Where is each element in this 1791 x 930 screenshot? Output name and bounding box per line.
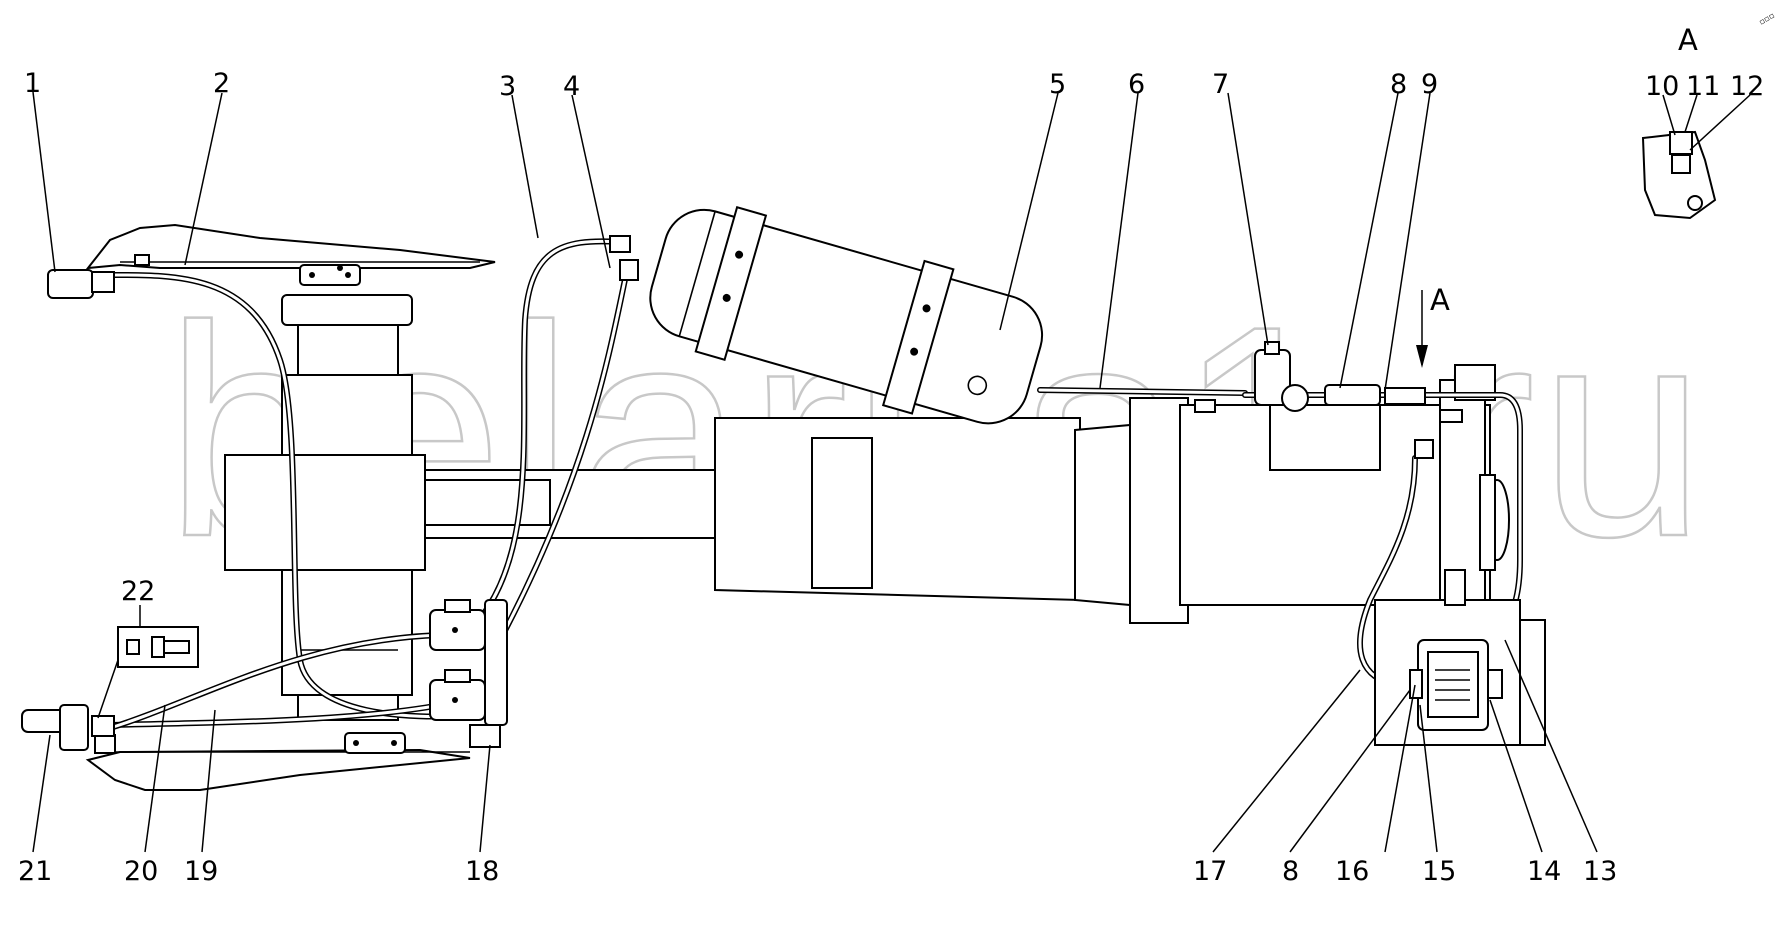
leader-lines <box>32 91 1751 853</box>
callout-11: 11 <box>1686 71 1720 102</box>
callout-4: 4 <box>563 71 580 102</box>
callout-1: 1 <box>24 68 41 99</box>
view-a-label: A <box>1678 23 1698 57</box>
fittings <box>21 235 1546 751</box>
upper-frame-bracket <box>85 223 496 286</box>
callout-5: 5 <box>1049 69 1066 100</box>
callout-19: 19 <box>184 856 218 887</box>
callout-9: 9 <box>1421 69 1438 100</box>
callout-12: 12 <box>1730 71 1764 102</box>
callout-18: 18 <box>465 856 499 887</box>
callout-20: 20 <box>124 856 158 887</box>
callout-16: 16 <box>1335 856 1369 887</box>
callout-14: 14 <box>1527 856 1561 887</box>
callout-2: 2 <box>213 68 230 99</box>
callout-13: 13 <box>1583 856 1617 887</box>
callout-7: 7 <box>1212 69 1229 100</box>
view-a-arrow-label: A <box>1430 283 1450 317</box>
view-a-arrow <box>1416 290 1428 368</box>
air-receiver-tank <box>649 206 1044 425</box>
callout-10: 10 <box>1645 71 1679 102</box>
callout-6: 6 <box>1128 69 1145 100</box>
lower-frame-bracket <box>85 732 471 791</box>
callout-labels: 1 2 3 4 5 6 7 8 9 10 11 12 13 14 15 16 8… <box>18 11 1776 887</box>
corner-mark: ▫▫▫ <box>1757 11 1776 27</box>
callout-22: 22 <box>121 576 155 607</box>
part-22-fitting-icon <box>117 626 199 668</box>
callout-8-top: 8 <box>1390 69 1407 100</box>
callout-3: 3 <box>499 71 516 102</box>
callout-21: 21 <box>18 856 52 887</box>
view-a-inset <box>1641 130 1717 220</box>
callout-15: 15 <box>1422 856 1456 887</box>
callout-8-bottom: 8 <box>1282 856 1299 887</box>
callout-17: 17 <box>1193 856 1227 887</box>
